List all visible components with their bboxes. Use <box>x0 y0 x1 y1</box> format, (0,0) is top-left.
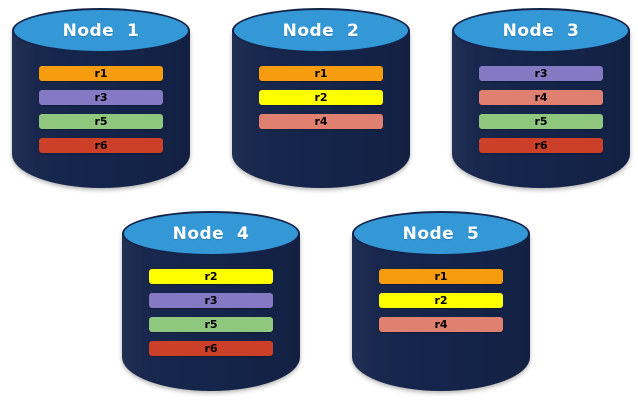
cylinder-icon: Node 1 r1 r3 r5 r6 <box>12 8 190 188</box>
database-node-2[interactable]: Node 2 r1 r2 r4 <box>232 8 410 188</box>
replica-bar-r3[interactable]: r3 <box>479 66 603 81</box>
replica-bar-r2[interactable]: r2 <box>379 293 503 308</box>
replica-bar-r5[interactable]: r5 <box>149 317 273 332</box>
node-5-replica-list: r1 r2 r4 <box>352 269 530 332</box>
replica-bar-r5[interactable]: r5 <box>39 114 163 129</box>
cylinder-icon: Node 3 r3 r4 r5 r6 <box>452 8 630 188</box>
cylinder-top <box>352 211 530 256</box>
database-node-1[interactable]: Node 1 r1 r3 r5 r6 <box>12 8 190 188</box>
replica-bar-r6[interactable]: r6 <box>39 138 163 153</box>
replica-bar-r6[interactable]: r6 <box>149 341 273 356</box>
node-3-label: Node 3 <box>502 20 580 41</box>
replica-bar-r1[interactable]: r1 <box>39 66 163 81</box>
replica-bar-r1[interactable]: r1 <box>259 66 383 81</box>
cylinder-icon: Node 2 r1 r2 r4 <box>232 8 410 188</box>
replica-bar-r3[interactable]: r3 <box>149 293 273 308</box>
database-node-4[interactable]: Node 4 r2 r3 r5 r6 <box>122 211 300 391</box>
replica-bar-r3[interactable]: r3 <box>39 90 163 105</box>
database-node-3[interactable]: Node 3 r3 r4 r5 r6 <box>452 8 630 188</box>
node-2-replica-list: r1 r2 r4 <box>232 66 410 129</box>
cylinder-icon: Node 5 r1 r2 r4 <box>352 211 530 391</box>
node-1-replica-list: r1 r3 r5 r6 <box>12 66 190 153</box>
replica-bar-r4[interactable]: r4 <box>259 114 383 129</box>
node-4-label: Node 4 <box>172 223 250 244</box>
replica-bar-r6[interactable]: r6 <box>479 138 603 153</box>
cylinder-body <box>122 233 300 391</box>
cylinder-icon: Node 4 r2 r3 r5 r6 <box>122 211 300 391</box>
cylinder-top <box>452 8 630 53</box>
cylinder-body <box>352 233 530 391</box>
cylinder-body <box>232 30 410 188</box>
replica-bar-r2[interactable]: r2 <box>259 90 383 105</box>
cylinder-top <box>122 211 300 256</box>
cylinder-body <box>12 30 190 188</box>
node-4-replica-list: r2 r3 r5 r6 <box>122 269 300 356</box>
replica-bar-r4[interactable]: r4 <box>479 90 603 105</box>
node-5-label: Node 5 <box>402 223 480 244</box>
replica-bar-r1[interactable]: r1 <box>379 269 503 284</box>
cylinder-top <box>232 8 410 53</box>
replica-bar-r4[interactable]: r4 <box>379 317 503 332</box>
node-2-label: Node 2 <box>282 20 360 41</box>
replica-bar-r2[interactable]: r2 <box>149 269 273 284</box>
database-node-5[interactable]: Node 5 r1 r2 r4 <box>352 211 530 391</box>
cylinder-top <box>12 8 190 53</box>
cylinder-body <box>452 30 630 188</box>
node-1-label: Node 1 <box>62 20 140 41</box>
replica-bar-r5[interactable]: r5 <box>479 114 603 129</box>
node-3-replica-list: r3 r4 r5 r6 <box>452 66 630 153</box>
